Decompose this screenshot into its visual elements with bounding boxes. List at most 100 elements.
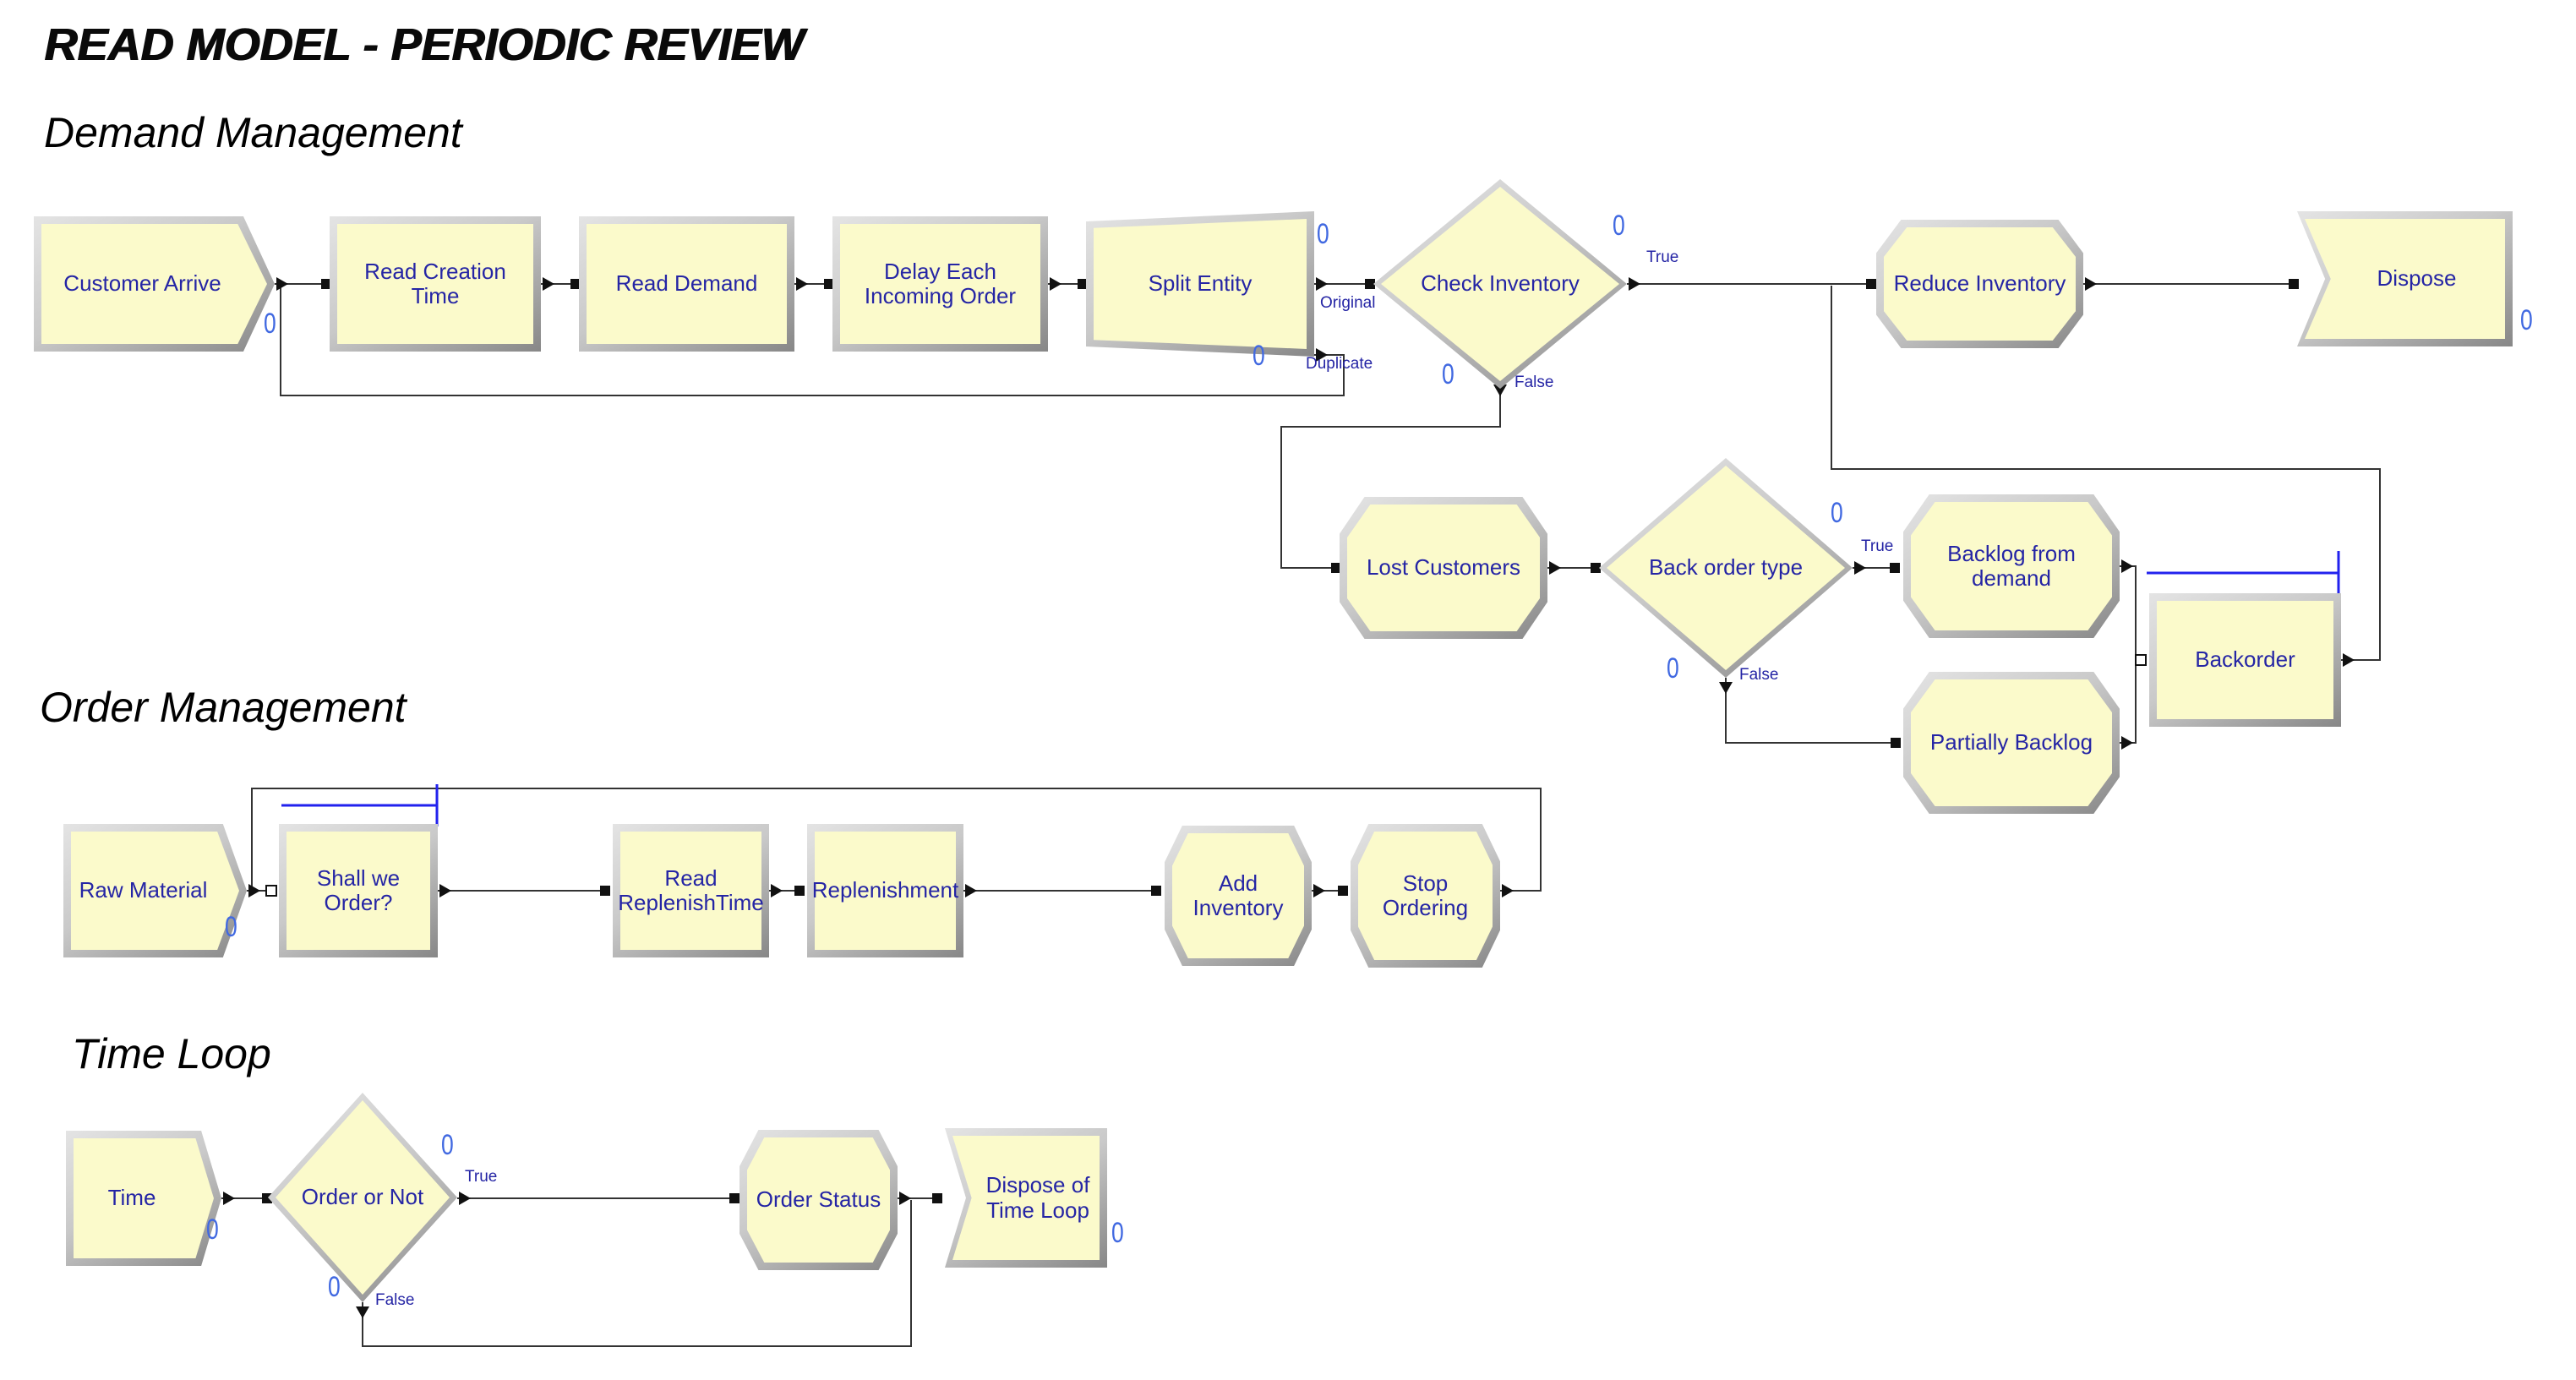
exit-arrow-right: [796, 277, 808, 291]
counter-split-duplicate: 0: [1253, 340, 1265, 372]
block-replenishment[interactable]: Replenishment: [807, 824, 963, 957]
block-label: Check Inventory: [1421, 270, 1580, 297]
branch-label-true: True: [1646, 248, 1679, 266]
block-dispose-of-time-loop[interactable]: Dispose of Time Loop: [945, 1128, 1107, 1268]
block-read-replenishtime[interactable]: Read ReplenishTime: [613, 824, 769, 957]
block-label: Backorder: [2195, 646, 2295, 673]
dispose-shape-fill: [952, 1136, 1100, 1260]
block-label: Replenishment: [811, 877, 959, 903]
block-label: Delay Each Incoming Order: [864, 258, 1017, 308]
entry-open-square: [265, 885, 277, 897]
block-label: Back order type: [1648, 554, 1804, 581]
connector-split-duplicate-loop: [280, 286, 1345, 396]
counter-dispose: 0: [2520, 304, 2533, 336]
block-partially-backlog[interactable]: Partially Backlog: [1903, 672, 2120, 814]
block-stop-ordering[interactable]: Stop Ordering: [1351, 824, 1500, 968]
entry-square: [932, 1193, 942, 1203]
block-shall-we-order[interactable]: Shall we Order?: [279, 824, 438, 957]
exit-arrow-right: [459, 1192, 471, 1205]
block-label: Customer Arrive: [63, 270, 221, 297]
entry-square: [1891, 738, 1901, 748]
section-heading-order: Order Management: [40, 684, 407, 731]
exit-arrow-right: [965, 884, 977, 897]
entry-square: [1331, 563, 1341, 573]
section-heading-time: Time Loop: [72, 1030, 271, 1077]
exit-arrow-down: [1719, 682, 1733, 694]
rect-shape-fill: [337, 224, 533, 344]
block-label: Partially Backlog: [1929, 729, 2093, 755]
exit-arrow-right: [1316, 277, 1328, 291]
block-delay-each-incoming-order[interactable]: Delay Each Incoming Order: [832, 216, 1048, 352]
branch-label-true: True: [1861, 537, 1894, 555]
create-shape-fill: [71, 832, 239, 950]
exit-arrow-right: [248, 884, 260, 897]
connector-check-inventory-false-to-lost-customers: [1280, 389, 1501, 569]
block-label: Add Inventory: [1192, 870, 1284, 920]
block-split-entity[interactable]: Split Entity: [1086, 211, 1314, 357]
connector-stop-ordering-loop-to-shall-we-order: [251, 788, 1542, 892]
entry-square: [321, 279, 331, 289]
block-read-demand[interactable]: Read Demand: [579, 216, 794, 352]
rect-shape-fill: [840, 224, 1040, 344]
process-shape-fill: [1172, 833, 1304, 958]
block-order-status[interactable]: Order Status: [740, 1130, 898, 1270]
entry-square: [729, 1193, 740, 1203]
block-label: Backlog from demand: [1947, 540, 2076, 591]
dispose-shape-fill: [2305, 219, 2505, 339]
exit-arrow-right: [1316, 348, 1328, 362]
entry-square: [1338, 886, 1348, 896]
exit-arrow-right: [2085, 277, 2097, 291]
entry-square: [1078, 279, 1088, 289]
connector-backorder-return-to-reduce-inventory: [1831, 286, 2381, 661]
block-label: Split Entity: [1148, 270, 1253, 297]
entry-square: [1151, 886, 1161, 896]
exit-arrow-right: [439, 884, 451, 897]
block-reduce-inventory[interactable]: Reduce Inventory: [1876, 220, 2083, 348]
block-label: Lost Customers: [1366, 554, 1521, 581]
block-add-inventory[interactable]: Add Inventory: [1165, 826, 1312, 966]
block-time[interactable]: Time: [66, 1131, 221, 1266]
branch-label-false: False: [375, 1291, 415, 1309]
branch-label-false: False: [1739, 666, 1779, 684]
block-read-creation-time[interactable]: Read Creation Time: [330, 216, 541, 352]
counter-check-inventory-true: 0: [1613, 210, 1625, 242]
block-backlog-from-demand[interactable]: Backlog from demand: [1903, 494, 2120, 638]
block-raw-material[interactable]: Raw Material: [63, 824, 247, 957]
entry-square: [570, 279, 581, 289]
entry-square: [1890, 563, 1900, 573]
exit-arrow-right: [1313, 884, 1325, 897]
process-shape-fill: [1911, 502, 2112, 630]
branch-label-false: False: [1514, 374, 1554, 391]
block-backorder[interactable]: Backorder: [2149, 593, 2341, 727]
block-customer-arrive[interactable]: Customer Arrive: [34, 216, 275, 352]
block-check-inventory[interactable]: Check Inventory: [1373, 179, 1627, 389]
exit-arrow-right: [1854, 561, 1866, 575]
block-lost-customers[interactable]: Lost Customers: [1340, 497, 1547, 639]
create-shape-fill: [74, 1138, 214, 1258]
counter-time: 0: [206, 1214, 219, 1246]
rect-shape-fill: [815, 832, 956, 950]
section-heading-demand: Demand Management: [44, 109, 462, 156]
exit-arrow-right: [1629, 277, 1640, 291]
block-order-or-not[interactable]: Order or Not: [268, 1093, 457, 1302]
block-label: Reduce Inventory: [1893, 270, 2066, 297]
exit-arrow-down: [356, 1306, 369, 1318]
counter-order-or-not-false: 0: [328, 1271, 341, 1303]
exit-arrow-right: [1502, 884, 1514, 897]
branch-label-true: True: [465, 1168, 498, 1186]
block-label: Stop Ordering: [1382, 870, 1469, 920]
connector-backlog-and-partially-merge: [2120, 565, 2137, 744]
block-label: Raw Material: [79, 877, 208, 903]
rect-shape-fill: [2157, 601, 2333, 719]
block-label: Shall we Order?: [316, 865, 401, 915]
process-shape-fill: [747, 1137, 890, 1263]
block-dispose[interactable]: Dispose: [2297, 211, 2513, 346]
process-shape-fill: [1911, 679, 2112, 806]
exit-arrow-right: [1549, 561, 1561, 575]
counter-raw-material: 0: [225, 911, 237, 943]
block-back-order-type[interactable]: Back order type: [1599, 458, 1853, 678]
entry-square: [794, 886, 805, 896]
block-label: Read ReplenishTime: [618, 865, 764, 915]
